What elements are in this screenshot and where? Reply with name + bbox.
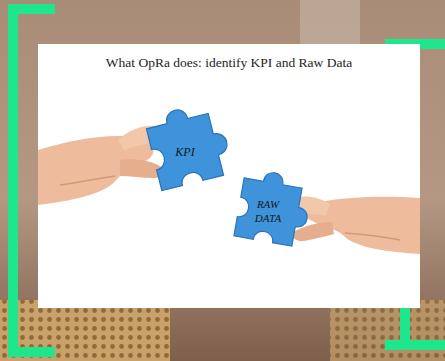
puzzle-piece: KPI <box>132 99 238 205</box>
heading: What OpRa does: identify KPI and Raw Dat… <box>40 55 418 71</box>
pillar <box>300 0 360 45</box>
piece-label: KPI <box>160 145 210 160</box>
puzzle-outline <box>234 168 314 248</box>
right-hand <box>288 197 420 254</box>
piece-label: RAW DATA <box>246 198 290 226</box>
puzzle-piece: RAW DATA <box>219 163 317 261</box>
puzzle-outline <box>144 100 235 191</box>
left-hand <box>38 126 165 205</box>
tactile-strip <box>330 300 445 361</box>
white-card <box>38 44 420 308</box>
